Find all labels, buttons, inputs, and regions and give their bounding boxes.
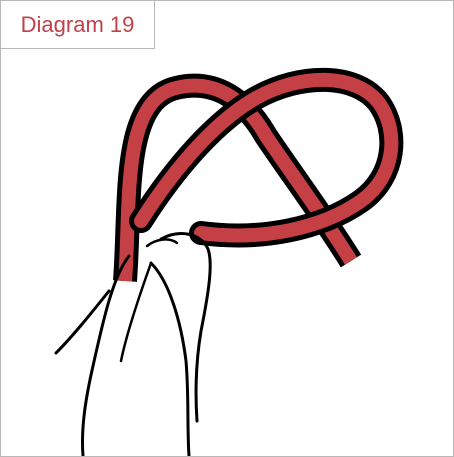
rope-front-strand <box>141 80 391 236</box>
diagram-label-box: Diagram 19 <box>1 1 155 49</box>
diagram-label: Diagram 19 <box>21 14 135 36</box>
